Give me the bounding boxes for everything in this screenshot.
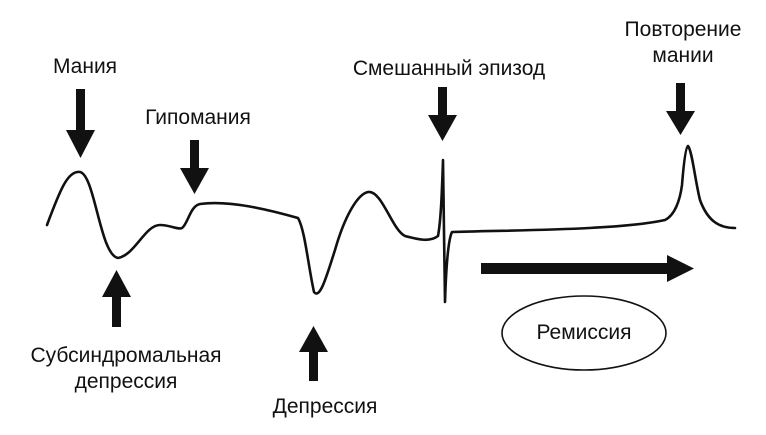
subsyndromal-depression-arrow: [102, 270, 131, 327]
label-subsyndromal-line2: депрессия: [74, 370, 178, 393]
label-mixed-episode: Смешанный эпизод: [352, 57, 546, 80]
recurrence-arrow: [666, 83, 695, 135]
mixed-episode-arrow: [428, 87, 457, 141]
mania-arrow: [66, 89, 95, 158]
label-recurrence: Повторение мании: [605, 17, 761, 69]
mood-course-curve: [45, 144, 737, 304]
remission-timeline-arrow: [481, 255, 694, 282]
label-recurrence-line2: мании: [652, 44, 714, 67]
label-remission: Ремиссия: [536, 321, 632, 344]
depression-arrow: [299, 326, 328, 381]
label-subsyndromal-line1: Субсиндромальная: [30, 344, 222, 367]
remission-ellipse: [501, 295, 667, 371]
label-mania: Мания: [52, 55, 118, 78]
hypomania-arrow: [180, 140, 209, 194]
label-recurrence-line1: Повторение: [624, 18, 742, 41]
label-hypomania: Гипомания: [145, 106, 251, 129]
label-subsyndromal-depression: Субсиндромальная депрессия: [8, 343, 244, 395]
label-depression: Депрессия: [272, 395, 378, 418]
